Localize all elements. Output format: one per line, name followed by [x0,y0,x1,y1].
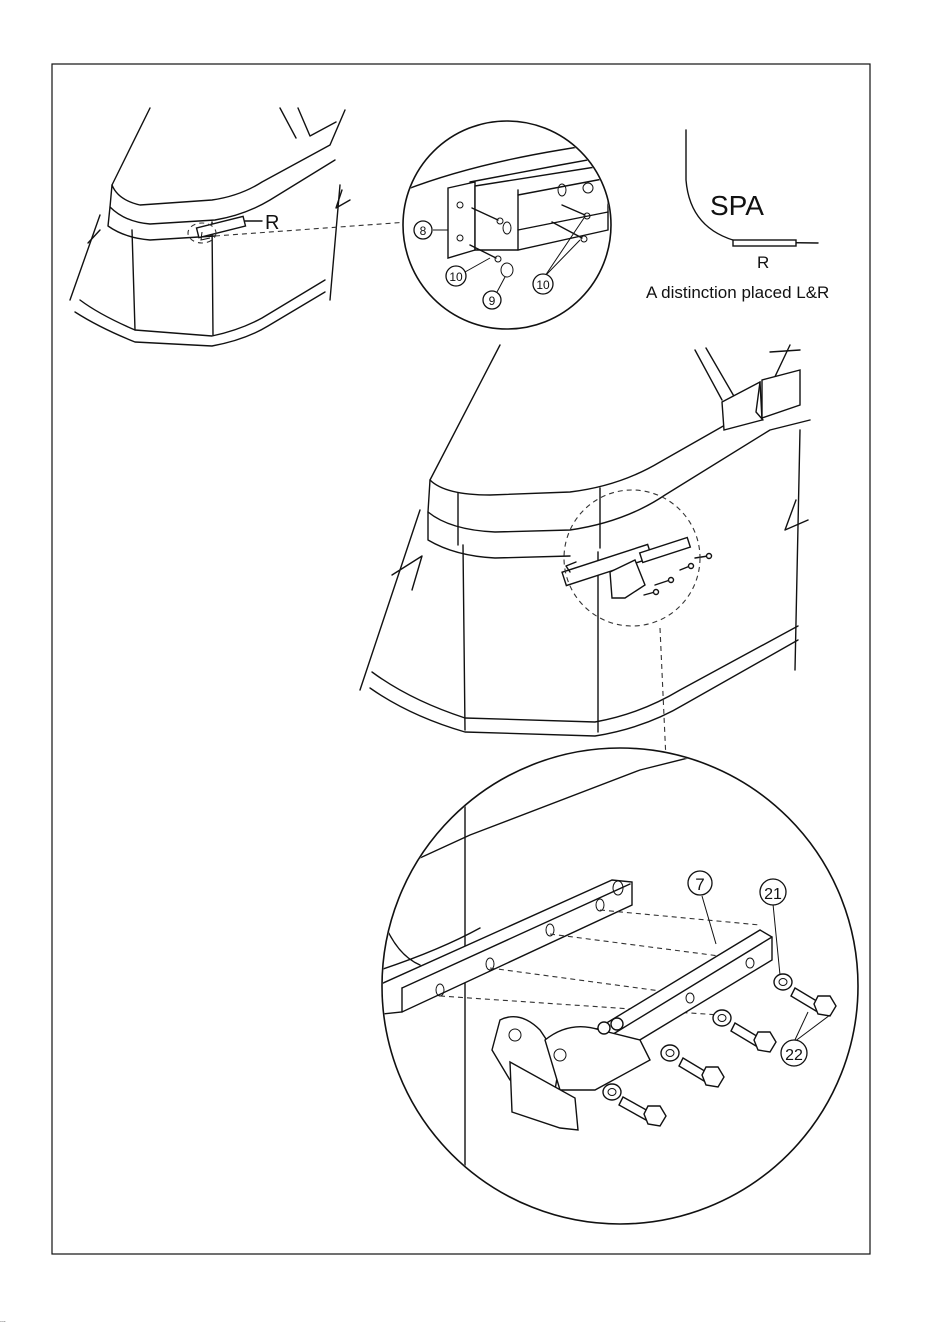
overview-spa-corner-large [360,345,810,736]
page-mark: ... [0,1317,6,1323]
spa-orientation-sketch [686,130,818,246]
top-detail-circle [403,121,620,329]
distinction-note: A distinction placed L&R [646,283,829,302]
svg-text:22: 22 [785,1047,803,1064]
label-spa: SPA [710,190,764,221]
label-r-spa: R [757,253,769,272]
svg-text:21: 21 [764,886,782,903]
svg-text:9: 9 [489,294,496,308]
svg-text:8: 8 [420,224,427,238]
bottom-detail-circle [358,730,858,1224]
leader-to-bottom-detail [660,628,666,760]
svg-text:7: 7 [695,875,704,894]
overview-spa-corner-small [70,108,350,346]
svg-text:10: 10 [449,270,463,284]
svg-text:10: 10 [536,278,550,292]
label-r-overview: R [265,212,279,234]
